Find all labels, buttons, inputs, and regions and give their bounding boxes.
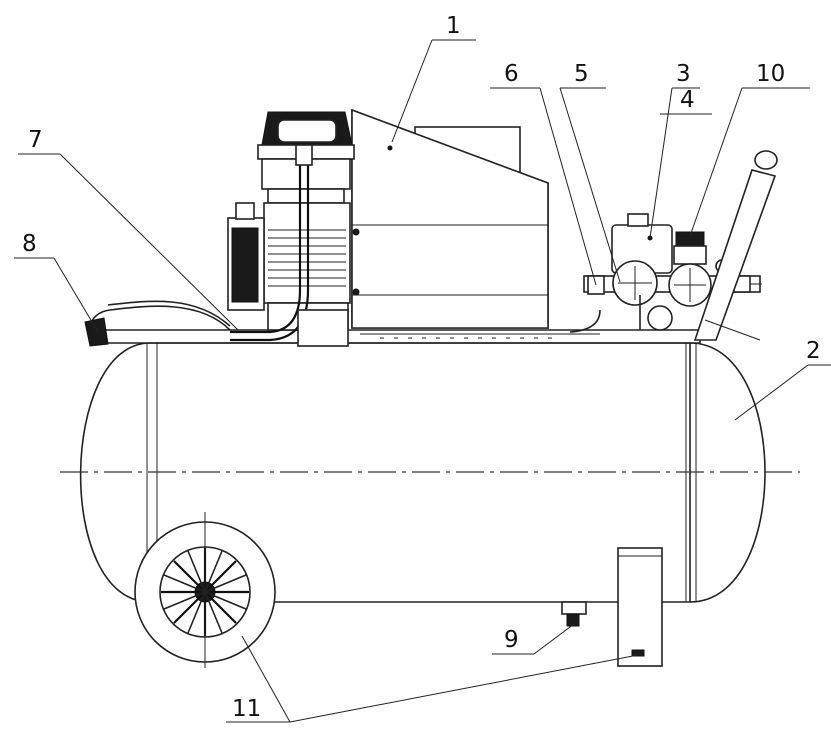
- callout-11: 11: [232, 696, 261, 722]
- callout-6: 6: [504, 61, 519, 87]
- carry-handle: [693, 150, 778, 341]
- leader-lines: [14, 39, 831, 723]
- base-plate: [99, 329, 701, 344]
- motor-housing: [351, 108, 549, 329]
- callout-7: 7: [28, 127, 43, 153]
- callout-1: 1: [446, 13, 461, 39]
- callout-4: 4: [680, 87, 695, 113]
- callout-8: 8: [22, 231, 37, 257]
- rubber-foot: [617, 547, 663, 667]
- drain-valve: [561, 601, 587, 627]
- compressor-pump: [227, 111, 355, 347]
- callout-10: 10: [756, 61, 785, 87]
- callout-2: 2: [806, 338, 821, 364]
- wheel: [134, 512, 276, 668]
- callout-9: 9: [504, 627, 519, 653]
- callout-3: 3: [676, 61, 691, 87]
- callout-labels: 1 2 3 4 5 6 7 8 9 10 11: [22, 13, 821, 722]
- power-cord: [84, 300, 231, 347]
- callout-5: 5: [574, 61, 589, 87]
